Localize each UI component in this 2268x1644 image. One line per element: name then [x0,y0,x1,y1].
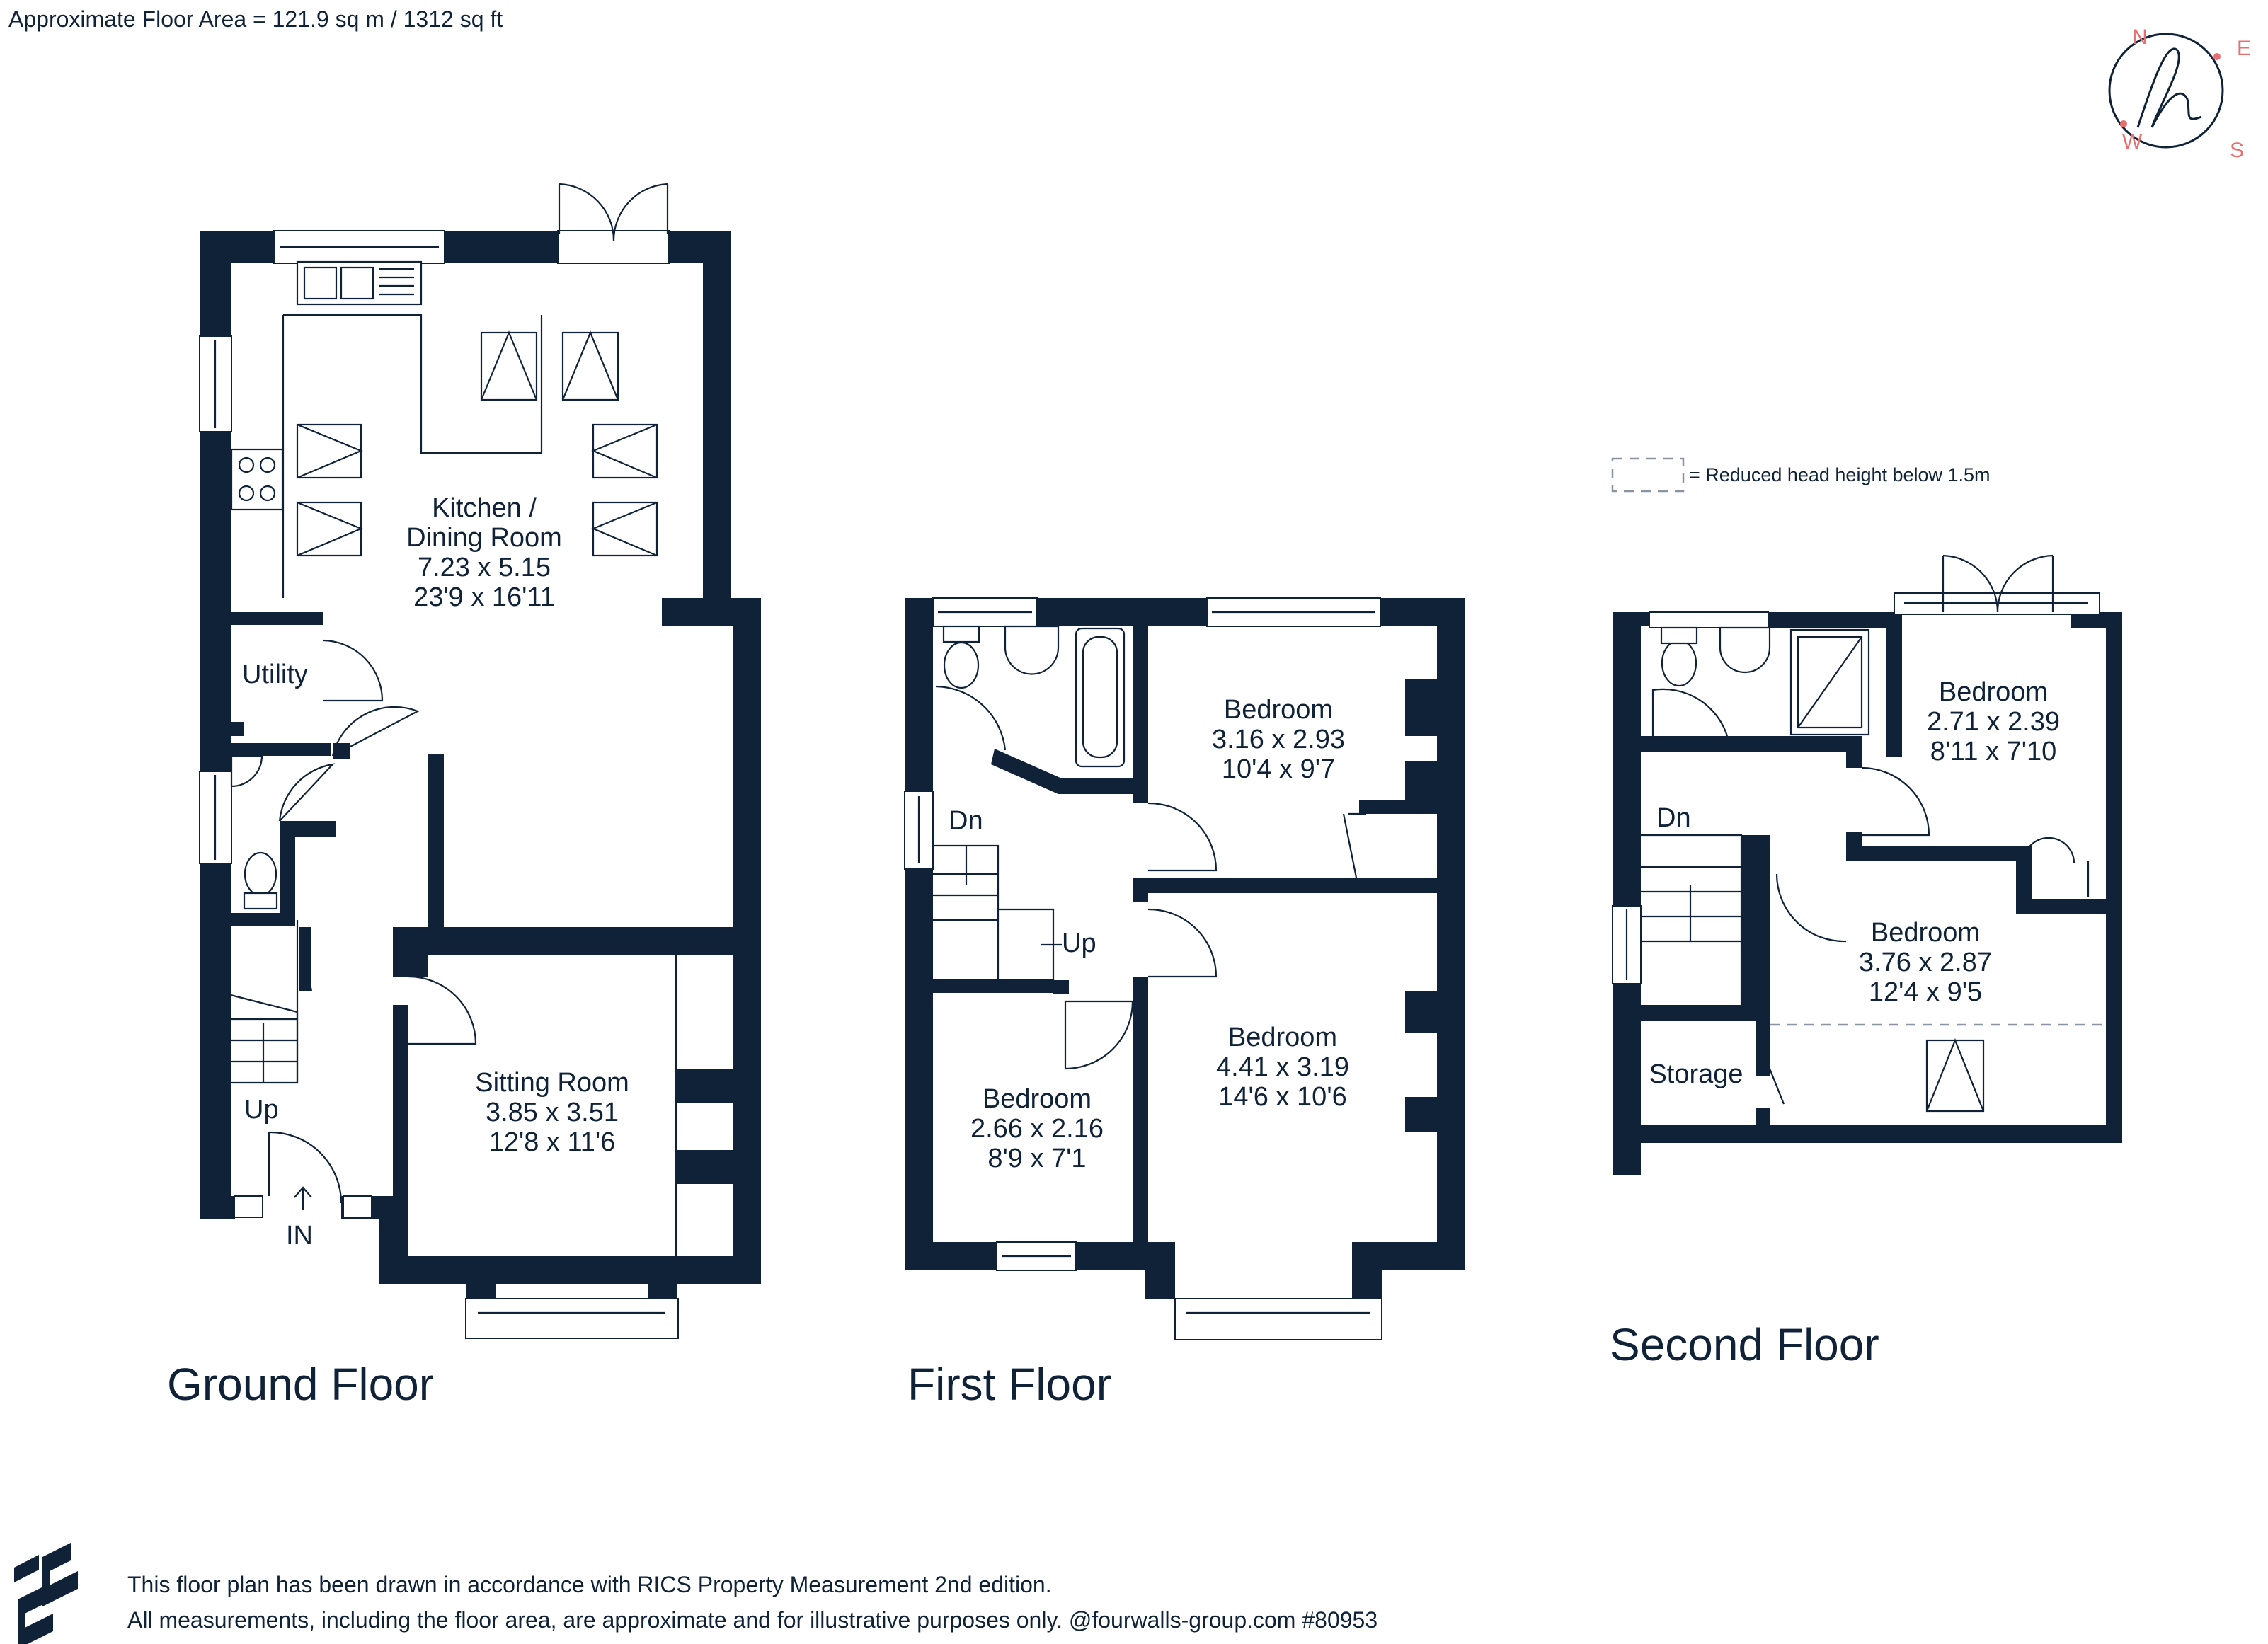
footer-line-2: All measurements, including the floor ar… [127,1607,1378,1633]
compass-logo-icon: N E S W [2108,25,2251,162]
fourwalls-logo-icon [14,1543,78,1644]
skylight-icon [1925,1039,1985,1113]
kitchen-label-1: Kitchen / [432,493,537,523]
first-stairs-up-label: Up [1062,929,1096,958]
ground-floor-plan: Kitchen / Dining Room 7.23 x 5.15 23'9 x… [167,183,761,1410]
second-bedroom-a-imperial: 8'11 x 7'10 [1930,737,2057,766]
compass-w: W [2122,130,2143,154]
first-stairs-down-label: Dn [949,806,983,836]
kitchen-metric: 7.23 x 5.15 [418,553,551,582]
first-bedroom-a-label: Bedroom [1224,695,1333,725]
sitting-room-imperial: 12'8 x 11'6 [489,1127,616,1157]
utility-label: Utility [242,660,308,689]
storage-label: Storage [1649,1059,1743,1089]
first-bedroom-c-imperial: 8'9 x 7'1 [987,1144,1086,1173]
footer-line-1: This floor plan has been drawn in accord… [127,1572,1052,1597]
legend-dashed-box [1611,457,1685,493]
second-bedroom-b-metric: 3.76 x 2.87 [1859,948,1992,977]
first-bedroom-c-label: Bedroom [983,1084,1092,1114]
first-bedroom-b-label: Bedroom [1228,1023,1337,1052]
first-floor-title: First Floor [907,1359,1111,1410]
first-bedroom-b-imperial: 14'6 x 10'6 [1218,1082,1346,1112]
first-bedroom-c-metric: 2.66 x 2.16 [970,1114,1104,1144]
second-floor-title: Second Floor [1610,1319,1879,1370]
second-bedroom-a-label: Bedroom [1939,677,2048,707]
second-bedroom-b-label: Bedroom [1871,918,1980,948]
ground-stairs-up-label: Up [244,1095,279,1125]
first-bedroom-a-imperial: 10'4 x 9'7 [1222,754,1335,784]
second-bedroom-b-imperial: 12'4 x 9'5 [1869,977,1982,1007]
sitting-room-metric: 3.85 x 3.51 [486,1098,619,1127]
first-bedroom-a-metric: 3.16 x 2.93 [1212,725,1345,754]
kitchen-label-2: Dining Room [406,523,562,553]
first-floor-plan: Dn Up Bedroom 3.16 x 2.93 10'4 x 9'7 Bed… [904,597,1465,1410]
compass-e: E [2237,37,2251,60]
sitting-room-label: Sitting Room [475,1068,629,1098]
floor-area-text: Approximate Floor Area = 121.9 sq m / 13… [8,6,503,32]
second-floor-plan: Dn Storage Bedroom 2.71 x 2.39 8'11 x 7'… [1610,554,2122,1370]
kitchen-imperial: 23'9 x 16'11 [413,582,555,612]
legend: = Reduced head height below 1.5m [1611,457,1991,493]
entrance-label: IN [286,1221,313,1251]
compass-n: N [2132,25,2148,49]
second-stairs-down-label: Dn [1656,803,1691,833]
skylight-icons [296,330,658,557]
ground-floor-title: Ground Floor [167,1359,434,1410]
legend-text: = Reduced head height below 1.5m [1689,464,1991,485]
second-bedroom-a-metric: 2.71 x 2.39 [1927,707,2060,737]
first-bedroom-b-metric: 4.41 x 3.19 [1216,1052,1349,1082]
compass-s: S [2230,139,2244,162]
